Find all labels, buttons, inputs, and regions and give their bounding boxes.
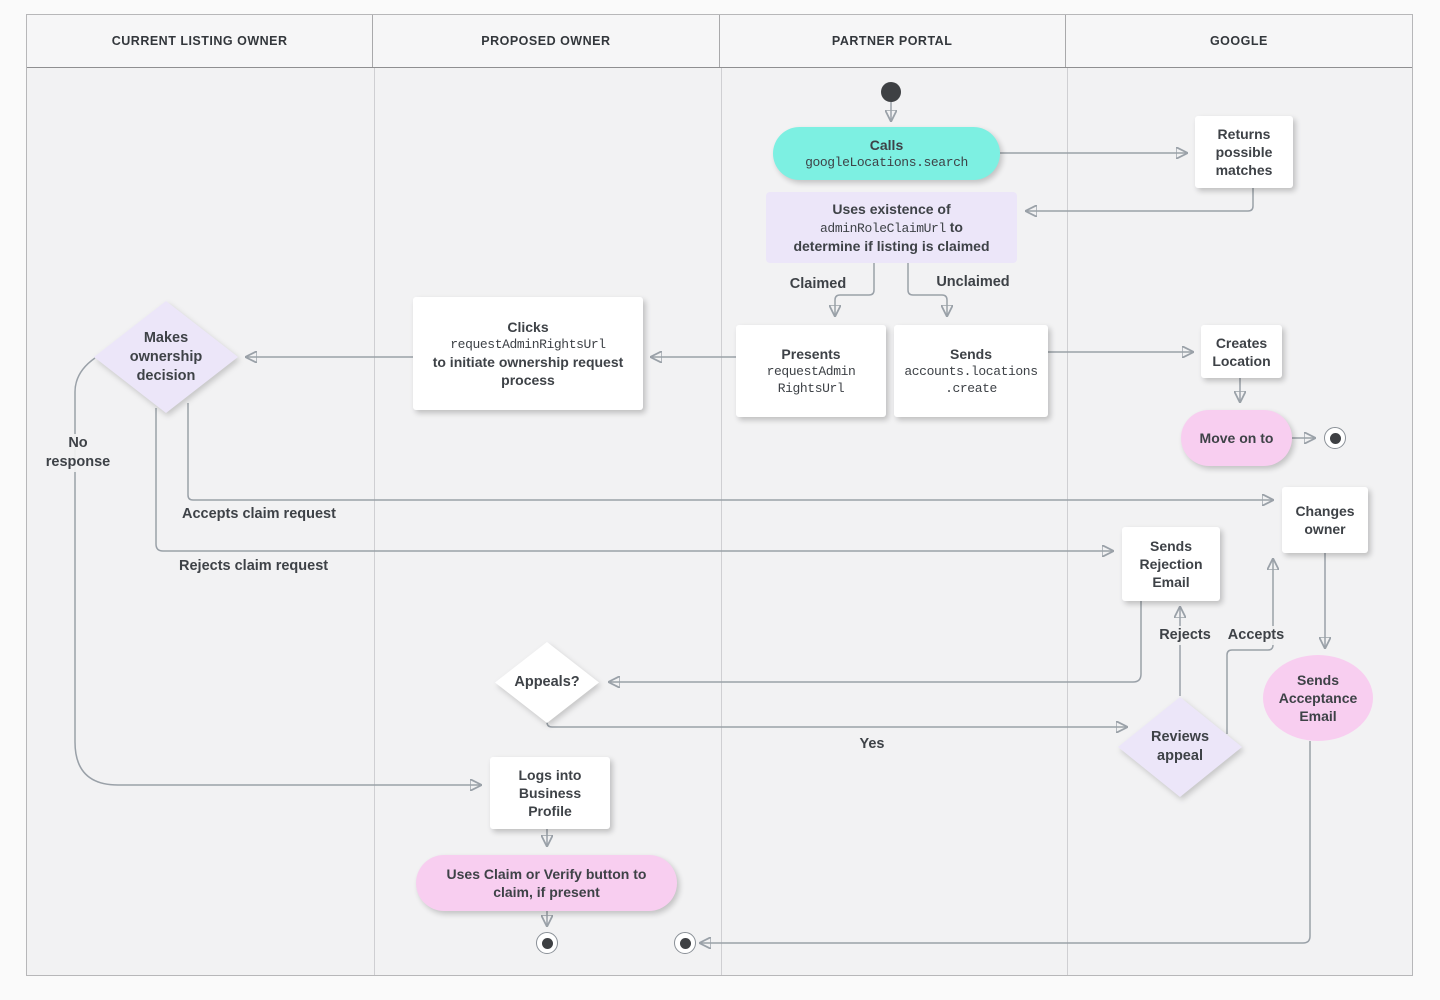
lane-header-current-listing-owner: CURRENT LISTING OWNER (27, 15, 374, 67)
lane-header-row: CURRENT LISTING OWNER PROPOSED OWNER PAR… (27, 15, 1412, 68)
node-clicks-code: requestAdminRightsUrl (450, 337, 606, 352)
node-returns-label: Returns possible matches (1215, 126, 1273, 178)
start-node (881, 82, 901, 102)
edge-rejection-to-appeals (610, 601, 1142, 682)
node-presents-code-2: RightsUrl (777, 381, 845, 396)
end-node-acceptance-flow (674, 932, 696, 954)
makes-decision-shape: Makes ownership decision (94, 301, 238, 413)
lane-header-google: GOOGLE (1209, 34, 1268, 48)
node-sends-create-code-1: accounts.locations (904, 364, 1038, 379)
node-sends-rejection-label: Sends Rejection Email (1139, 538, 1203, 590)
node-calls-googlelocations-search: Calls googleLocations.search (773, 127, 1000, 180)
edge-label-unclaimed: Unclaimed (926, 273, 1020, 292)
node-presents-title: Presents (781, 346, 841, 362)
node-sends-acceptance-label: Sends Acceptance Email (1278, 672, 1358, 724)
node-presents-request-admin-rights-url: Presents requestAdmin RightsUrl (736, 325, 886, 417)
node-calls-title: Calls (869, 137, 904, 153)
node-makes-ownership-decision: Makes ownership decision (94, 301, 238, 413)
edge-rejects-claim-to-rejection-email (155, 408, 1112, 551)
node-reviews-appeal: Reviews appeal (1118, 697, 1242, 797)
node-uses-existence: Uses existence of adminRoleClaimUrl to d… (766, 192, 1017, 263)
lane-header-proposed-owner: PROPOSED OWNER (373, 15, 720, 67)
edge-uses-claimed-to-presents (835, 263, 875, 315)
node-sends-create-title: Sends (949, 346, 992, 362)
node-changes-owner-label: Changes owner (1295, 503, 1355, 537)
end-node-dot (1329, 432, 1341, 444)
edge-no-response-to-logs (74, 357, 480, 785)
uses-existence-line2: adminRoleClaimUrl to (820, 218, 963, 237)
end-node-dot (679, 937, 691, 949)
node-sends-acceptance-email: Sends Acceptance Email (1263, 655, 1373, 741)
node-sends-accounts-locations-create: Sends accounts.locations .create (894, 325, 1048, 417)
end-node-create-flow (1324, 427, 1346, 449)
lane-separator-3 (1067, 68, 1069, 975)
node-uses-claim-or-verify-button: Uses Claim or Verify button to claim, if… (416, 855, 677, 911)
edge-appeals-yes-to-reviews (546, 719, 1126, 727)
node-calls-code: googleLocations.search (805, 155, 968, 170)
uses-existence-line1: Uses existence of (832, 201, 951, 217)
node-clicks-request-admin-rights-url: Clicks requestAdminRightsUrl to initiate… (413, 297, 643, 410)
edge-label-claimed: Claimed (779, 275, 857, 294)
lane-separator-2 (720, 68, 722, 975)
edge-label-rejects: Rejects (1150, 626, 1220, 645)
node-clicks-rest: to initiate ownership request process (432, 354, 624, 388)
appeals-label: Appeals? (514, 674, 580, 690)
node-move-on-to-label: Move on to (1199, 430, 1274, 446)
edge-returns-to-uses (1027, 188, 1254, 211)
swimlane-frame: CURRENT LISTING OWNER PROPOSED OWNER PAR… (26, 14, 1413, 976)
uses-existence-suffix: to (945, 219, 963, 235)
end-node-claim-flow (536, 932, 558, 954)
node-sends-rejection-email: Sends Rejection Email (1122, 527, 1220, 601)
node-move-on-to: Move on to (1181, 410, 1292, 466)
edge-acceptance-to-end (701, 741, 1311, 943)
edge-reviews-accepts-to-changes (1226, 560, 1273, 734)
makes-decision-label: Makes ownership decision (129, 329, 203, 384)
node-logs-into-label: Logs into Business Profile (518, 767, 582, 819)
reviews-appeal-shape: Reviews appeal (1118, 697, 1242, 797)
node-uses-claim-label: Uses Claim or Verify button to claim, if… (446, 866, 647, 900)
edge-label-rejects-claim-request: Rejects claim request (176, 557, 332, 576)
edge-accepts-claim-to-changes-owner (187, 403, 1272, 500)
node-presents-code-1: requestAdmin (766, 364, 856, 379)
node-returns-possible-matches: Returns possible matches (1195, 116, 1293, 188)
edge-label-accepts: Accepts (1220, 626, 1292, 645)
node-changes-owner: Changes owner (1282, 487, 1368, 553)
node-creates-location: Creates Location (1201, 325, 1282, 378)
edge-label-no-response: No response (38, 434, 118, 472)
node-creates-location-label: Creates Location (1212, 334, 1271, 369)
lane-header-partner-portal: PARTNER PORTAL (720, 15, 1066, 67)
end-node-dot (541, 937, 553, 949)
appeals-shape: Appeals? (495, 642, 599, 723)
reviews-appeal-label: Reviews appeal (1150, 729, 1210, 764)
edge-uses-unclaimed-to-sends (907, 263, 947, 315)
edge-label-accepts-claim-request: Accepts claim request (179, 505, 339, 524)
lane-separator-1 (373, 68, 375, 975)
uses-existence-line3: determine if listing is claimed (793, 238, 990, 254)
node-sends-create-code-2: .create (945, 381, 997, 396)
uses-existence-code: adminRoleClaimUrl (820, 221, 946, 236)
edge-label-yes: Yes (853, 735, 891, 754)
node-clicks-title: Clicks (507, 319, 549, 335)
node-logs-into-business-profile: Logs into Business Profile (490, 757, 610, 829)
node-appeals-decision: Appeals? (495, 642, 599, 723)
